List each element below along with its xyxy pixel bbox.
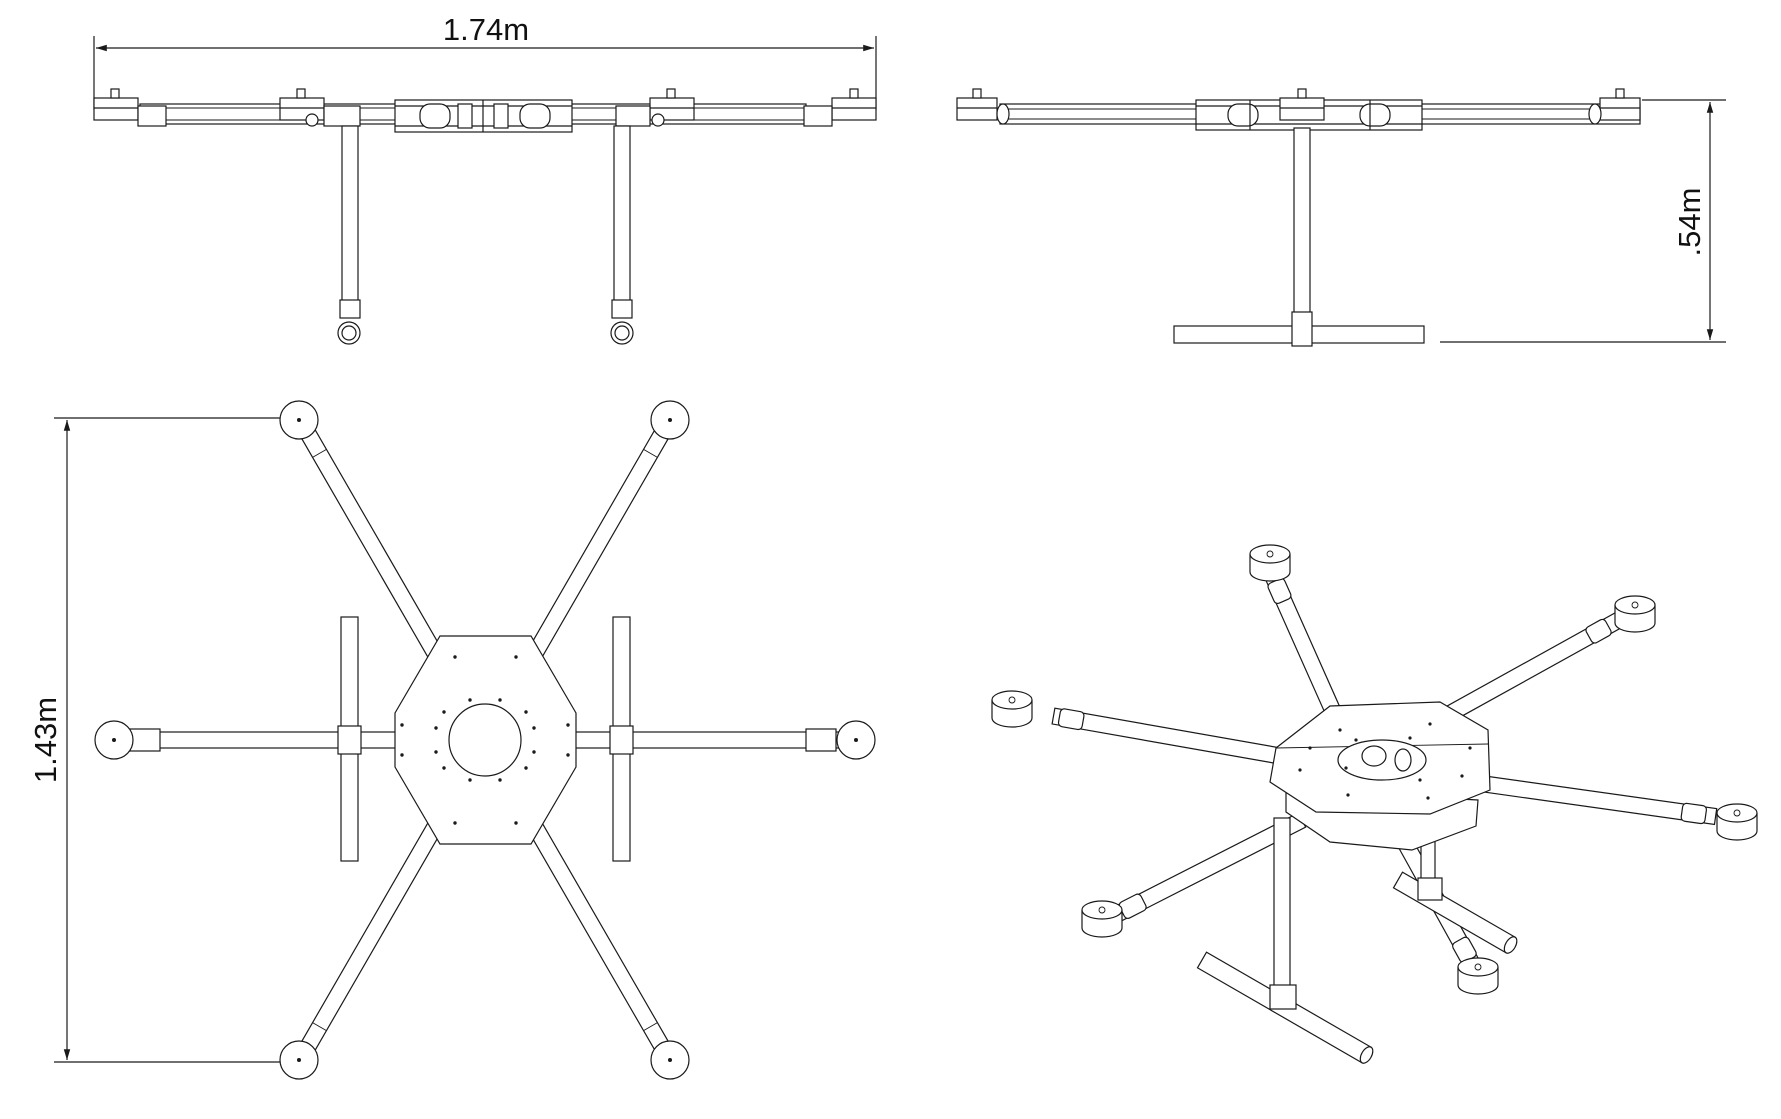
top-view-skids [337,616,634,862]
landing-leg-side [1173,127,1425,347]
top-view-motors [94,400,876,1080]
width-dimension: 1.74m [93,12,877,110]
iso-motor-bottom-right [1457,957,1499,995]
motor-side-left [956,88,1010,125]
side-view: .54m [956,88,1726,347]
motor-side-right [1588,88,1641,125]
top-view: 1.43m [28,400,876,1080]
iso-motors [991,544,1758,995]
central-hub-front [394,99,573,133]
motor-right-inner [615,88,695,127]
front-view: 1.74m [93,12,877,345]
iso-motor-bottom-left [1081,900,1123,938]
iso-motor-left [991,690,1033,728]
motor-left-inner [279,88,361,127]
landing-leg-right [610,125,634,345]
top-view-hub [394,635,577,845]
iso-hub [1269,701,1491,851]
isometric-view [991,544,1758,1064]
iso-arms [1051,558,1718,968]
height-dimension-label: .54m [1672,188,1707,257]
height-dimension: .54m [1440,99,1726,343]
depth-dimension-label: 1.43m [28,697,63,783]
iso-motor-right [1716,803,1758,841]
width-dimension-label: 1.74m [443,12,529,47]
motor-right-outer [803,88,877,127]
landing-leg-left [337,125,361,345]
iso-motor-top-right [1614,595,1656,633]
motor-left-outer [93,88,167,127]
iso-motor-top [1249,544,1291,582]
central-hub-side [1195,88,1423,131]
iso-landing-gear [1196,789,1518,1064]
depth-dimension: 1.43m [28,417,286,1063]
